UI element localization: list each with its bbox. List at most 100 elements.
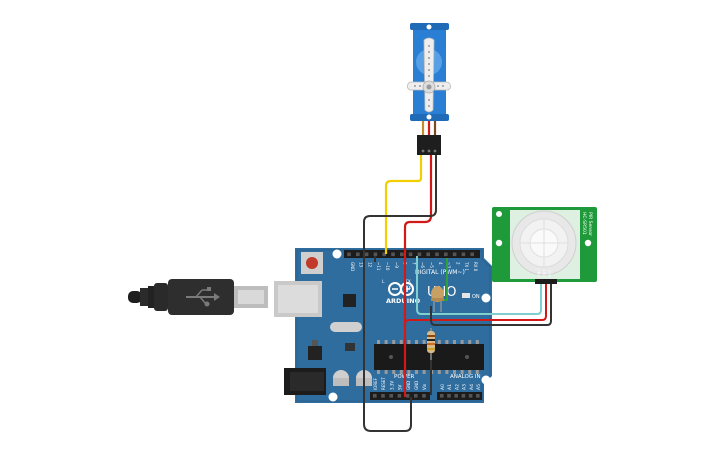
- power-pin-label: IOREF: [373, 377, 378, 390]
- pir-power-wire[interactable]: [404, 280, 547, 330]
- servo-ground-wire[interactable]: [363, 152, 437, 432]
- digital-pin-label: 13: [359, 262, 364, 268]
- digital-pin-hole[interactable]: [435, 252, 439, 257]
- analog-pin-hole[interactable]: [476, 394, 480, 398]
- mount-hole: [481, 375, 491, 385]
- mount-hole: [328, 392, 338, 402]
- analog-header[interactable]: [437, 392, 482, 400]
- led[interactable]: [431, 286, 444, 312]
- crystal: [330, 322, 362, 332]
- analog-pin-hole[interactable]: [447, 394, 451, 398]
- voltage-regulator: [308, 346, 322, 360]
- analog-pin-label: A1: [447, 384, 453, 390]
- digital-pin-label: 7: [411, 262, 416, 265]
- on-label: ON: [472, 294, 480, 300]
- mount-hole: [481, 293, 491, 303]
- power-pin-hole[interactable]: [373, 394, 377, 398]
- analog-pin-hole[interactable]: [440, 394, 444, 398]
- l-label: L: [382, 279, 385, 285]
- digital-pin-label: 2: [455, 262, 460, 265]
- digital-pin-hole[interactable]: [373, 252, 378, 257]
- digital-pin-hole[interactable]: [356, 252, 360, 257]
- power-pin-label: Vin: [422, 383, 427, 390]
- analog-pin-hole[interactable]: [468, 394, 473, 398]
- digital-pin-hole[interactable]: [347, 252, 351, 257]
- analog-pin-hole[interactable]: [461, 394, 466, 398]
- power-pin-label: RESET: [381, 377, 386, 390]
- analog-pin-label: A2: [454, 384, 460, 390]
- resistor[interactable]: [427, 328, 435, 360]
- mount-hole: [332, 249, 342, 259]
- arduino-brand-label: ARDUINO: [386, 297, 421, 305]
- digital-pin-hole[interactable]: [364, 252, 369, 257]
- digital-pin-label: ~11: [376, 262, 381, 271]
- rx-label: RX: [405, 285, 411, 291]
- power-pin-hole[interactable]: [389, 394, 393, 398]
- digital-header-label: DIGITAL (PWM~): [415, 269, 465, 276]
- pir-pin-header[interactable]: [535, 279, 557, 284]
- analog-pin-hole[interactable]: [454, 394, 458, 398]
- power-pin-label: 3.3V: [389, 381, 394, 390]
- digital-pin-label: 4: [438, 262, 443, 265]
- digital-pin-hole[interactable]: [391, 252, 395, 257]
- servo-horn-icon: [406, 37, 452, 113]
- power-pin-label: GND: [414, 381, 419, 390]
- pir-pin-label: VCC: [548, 269, 552, 277]
- power-pin-label: GND: [406, 381, 411, 390]
- analog-pin-label: A5: [476, 384, 482, 390]
- usb-icon: [186, 287, 220, 307]
- pir-pin-label: GND: [537, 269, 541, 277]
- power-pin-hole[interactable]: [414, 394, 418, 398]
- digital-pin-hole[interactable]: [382, 252, 386, 257]
- reset-button[interactable]: [301, 252, 323, 274]
- on-led: [462, 293, 470, 298]
- pir-ground-wire[interactable]: [430, 280, 552, 326]
- analog-pin-label: A4: [469, 384, 475, 390]
- power-pin-hole[interactable]: [397, 394, 402, 398]
- servo-signal-wire[interactable]: [384, 152, 423, 254]
- analog-header-label: ANALOG IN: [450, 374, 481, 380]
- digital-pin-hole[interactable]: [470, 252, 474, 257]
- usb-cable[interactable]: [128, 279, 268, 315]
- servo-power-wire[interactable]: [403, 152, 433, 397]
- servo-mount-hole: [426, 24, 432, 30]
- digital-pin-label: ~3: [447, 262, 452, 268]
- power-pin-hole[interactable]: [405, 394, 410, 398]
- pir-mount-hole: [496, 211, 502, 217]
- digital-pin-hole[interactable]: [426, 252, 430, 257]
- digital-pin-label: ~9: [394, 262, 399, 268]
- pir-title: PIR Sensor: [587, 212, 593, 236]
- servo-motor[interactable]: [406, 23, 452, 155]
- digital-pin-hole[interactable]: [400, 252, 404, 257]
- wires: [363, 152, 552, 432]
- digital-pin-label: ~6: [420, 262, 425, 268]
- digital-pin-label: GND: [350, 262, 355, 271]
- pir-mount-hole: [584, 239, 592, 247]
- digital-pin-hole[interactable]: [444, 252, 448, 257]
- analog-pin-label: A0: [440, 384, 446, 390]
- chip: [343, 294, 356, 307]
- digital-pin-hole[interactable]: [408, 252, 413, 257]
- pir-mount-hole: [495, 239, 503, 247]
- digital-pin-label: ~10: [385, 262, 390, 271]
- pir-signal-wire[interactable]: [416, 256, 542, 315]
- digital-pin-hole[interactable]: [452, 252, 457, 257]
- digital-pin-hole[interactable]: [461, 252, 466, 257]
- digital-pin-label: 12: [367, 262, 372, 268]
- servo-mount-hole: [426, 114, 432, 120]
- digital-pin-label: TX 1: [464, 261, 469, 271]
- pir-dome-icon: [511, 210, 577, 276]
- digital-pin-hole[interactable]: [417, 252, 422, 257]
- pir-pin-label: OUT: [543, 269, 547, 277]
- arduino-logo-icon: [388, 282, 414, 296]
- digital-pin-label: RX 0: [473, 262, 478, 272]
- tx-label: TX: [404, 279, 411, 285]
- analog-pin-label: A3: [462, 384, 468, 390]
- power-pin-hole[interactable]: [422, 394, 426, 398]
- power-pin-label: 5V: [398, 384, 403, 390]
- power-pin-hole[interactable]: [381, 394, 385, 398]
